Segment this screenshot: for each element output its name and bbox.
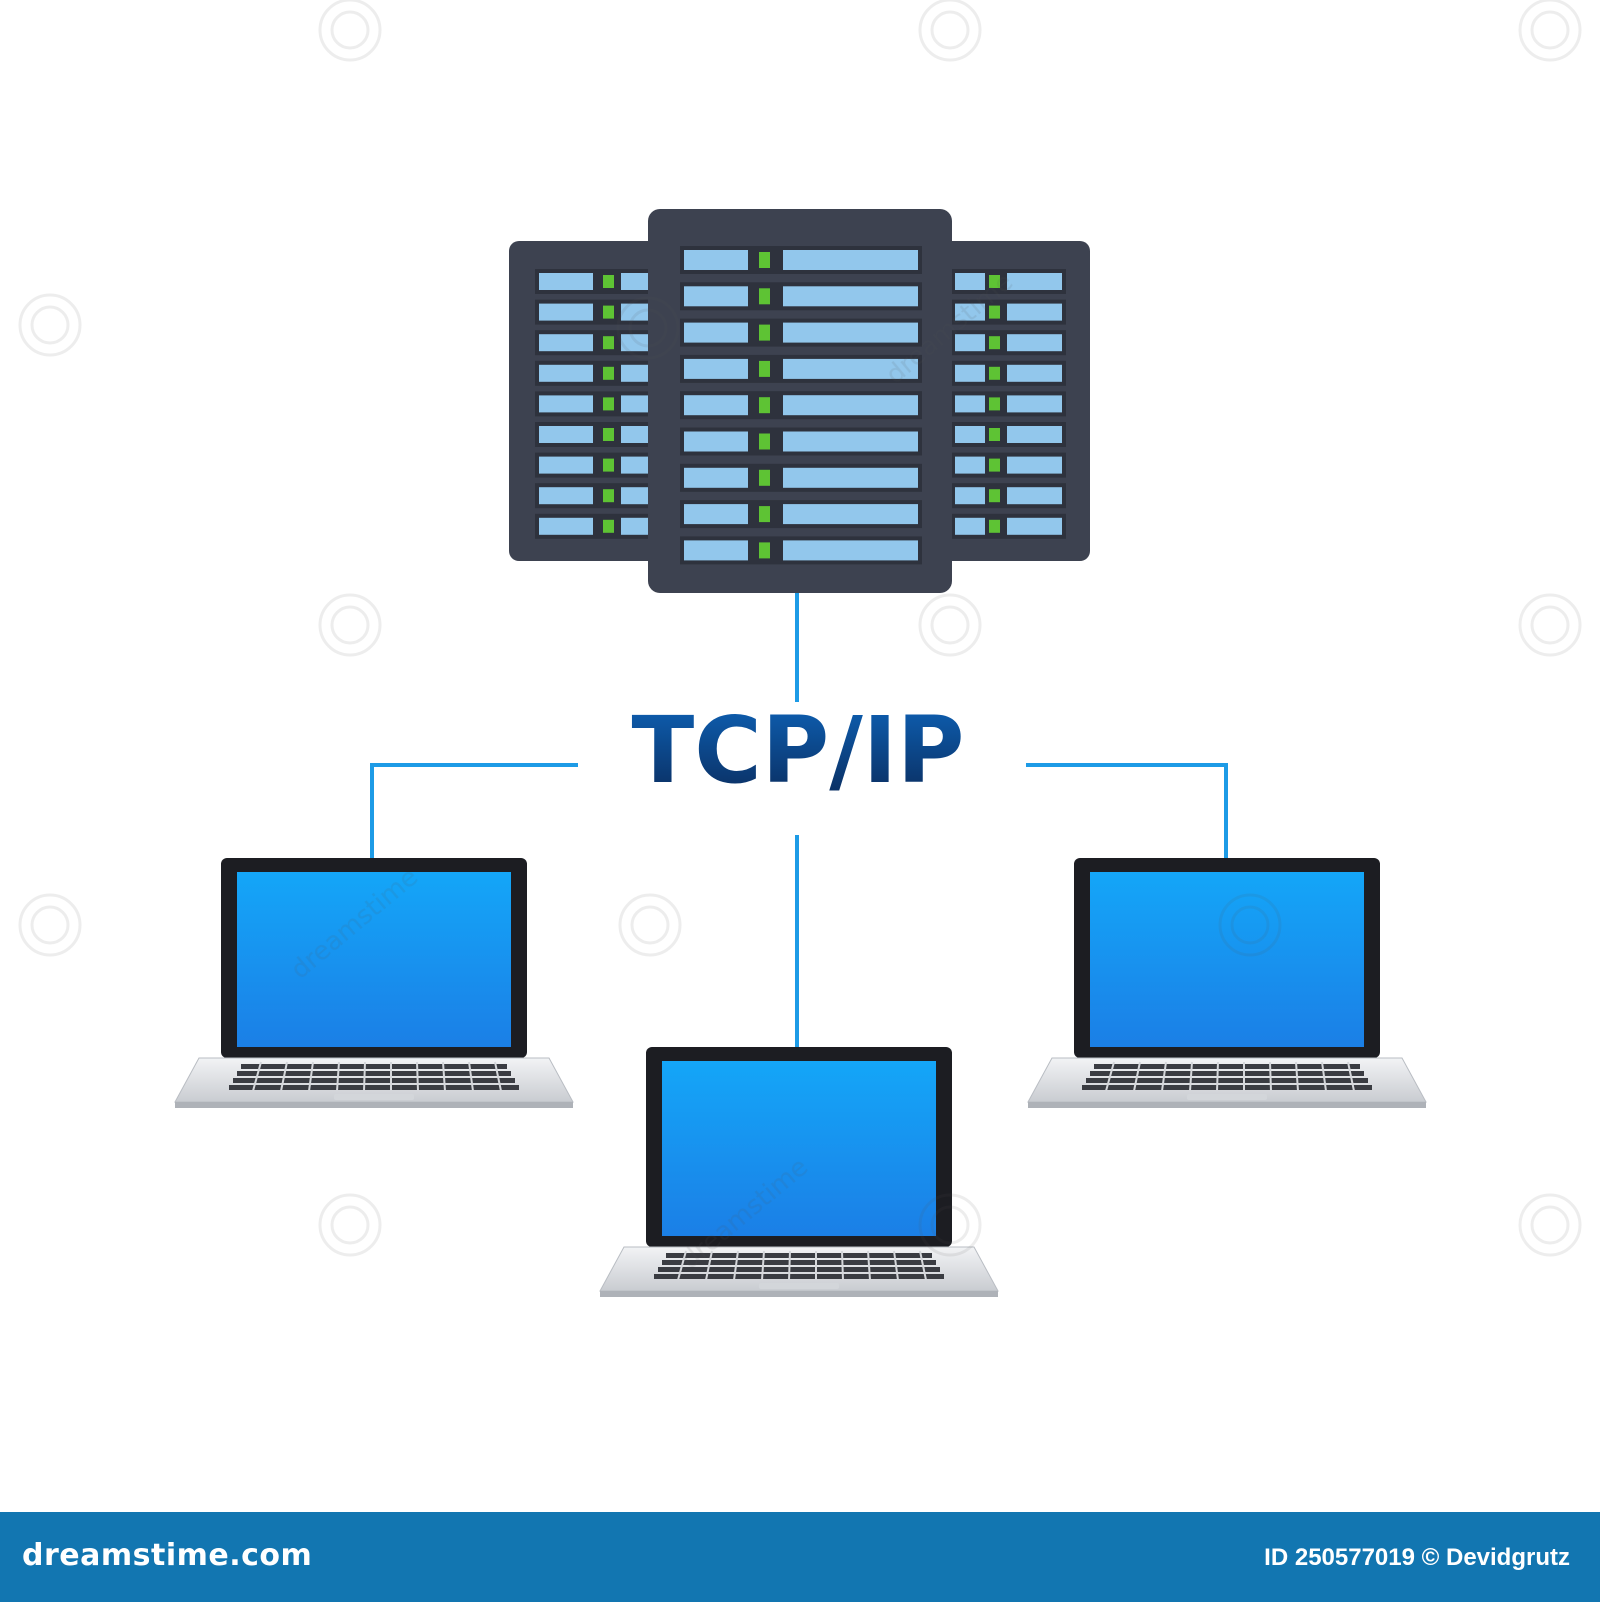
footer-credit: ID 250577019 © Devidgrutz xyxy=(1264,1544,1570,1571)
edge-label-to-laptop-right xyxy=(1026,763,1228,858)
server-right-unit xyxy=(928,241,1090,561)
server-rack-icon xyxy=(509,209,1090,593)
laptop-right-icon xyxy=(1025,857,1429,1109)
connection-lines xyxy=(370,593,1228,1047)
watermark xyxy=(18,0,1582,1257)
server-left-unit xyxy=(509,241,669,561)
server-center-unit xyxy=(648,209,952,593)
edge-label-to-laptop-left xyxy=(370,763,578,858)
protocol-label: TCP/IP xyxy=(632,697,965,804)
footer-brand[interactable]: dreamstime.com xyxy=(22,1538,313,1573)
footer-bar: dreamstime.com ID 250577019 © Devidgrutz xyxy=(0,1512,1600,1602)
